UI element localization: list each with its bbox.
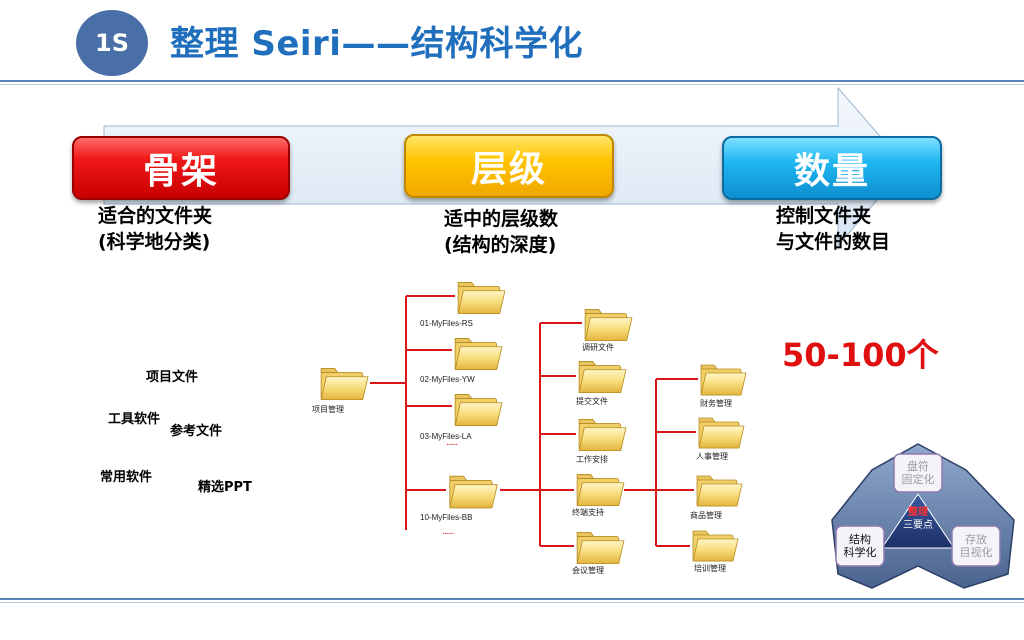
tree-level3-label: 培训管理 — [694, 564, 726, 573]
triangle-right-line: 存放 — [965, 533, 987, 546]
triangle-left-line: 科学化 — [843, 546, 877, 559]
label-selected-ppt: 精选PPT — [198, 480, 252, 495]
pillar-quantity-desc: 控制文件夹 与文件的数目 — [776, 203, 890, 255]
label-common-software: 常用软件 — [100, 470, 153, 485]
triangle-left-label: 结构 科学化 — [836, 533, 884, 559]
tree-level2-label: 终端支持 — [572, 508, 604, 517]
page-title: 整理 Seiri——结构科学化 — [170, 24, 583, 64]
pillar-levels-desc: 适中的层级数 (结构的深度) — [444, 206, 558, 258]
triangle-center-subtitle: 三要点 — [903, 520, 933, 531]
footer-divider — [0, 598, 1024, 600]
pillar-skeleton-desc: 适合的文件夹 (科学地分类) — [98, 203, 212, 255]
tree-level3-label: 商品管理 — [690, 511, 722, 520]
tree-ellipsis: ...... — [446, 438, 458, 448]
triangle-center-title: 整理 — [908, 507, 928, 518]
desc-line: 适中的层级数 — [444, 208, 559, 230]
tree-level2-label: 会议管理 — [572, 566, 604, 575]
triangle-left-line: 结构 — [849, 533, 871, 546]
desc-line: 控制文件夹 — [776, 205, 872, 227]
tree-level1-label: 01-MyFiles-RS — [420, 319, 473, 328]
pillar-levels-button[interactable]: 层级 — [404, 134, 614, 198]
desc-line: (结构的深度) — [444, 234, 557, 256]
label-project-files: 项目文件 — [146, 370, 199, 385]
tree-level3-label: 财务管理 — [700, 399, 732, 408]
tree-ellipsis: ...... — [442, 527, 454, 537]
triangle-top-line: 盘符 — [907, 460, 929, 473]
label-reference-files: 参考文件 — [170, 424, 223, 439]
tree-level1-label: 10-MyFiles-BB — [420, 513, 473, 522]
triangle-top-label: 盘符 固定化 — [894, 460, 942, 486]
desc-line: 与文件的数目 — [776, 231, 891, 253]
triangle-right-label: 存放 目视化 — [952, 533, 1000, 559]
triangle-top-line: 固定化 — [901, 473, 935, 486]
tree-level2-label: 工作安排 — [576, 455, 608, 464]
count-highlight: 50-100个 — [782, 336, 939, 374]
desc-line: 适合的文件夹 — [98, 205, 213, 227]
header-divider — [0, 80, 1024, 82]
pillar-skeleton-button[interactable]: 骨架 — [72, 136, 290, 200]
pillar-quantity-button[interactable]: 数量 — [722, 136, 942, 200]
section-badge: 1S — [76, 10, 148, 76]
tree-level1-label: 03-MyFiles-LA — [420, 432, 472, 441]
desc-line: (科学地分类) — [98, 231, 211, 253]
triangle-right-line: 目视化 — [959, 546, 993, 559]
tree-root-label: 项目管理 — [312, 405, 344, 414]
footer-divider-thin — [0, 602, 1024, 603]
label-tool-software: 工具软件 — [108, 412, 161, 427]
tree-level3-label: 人事管理 — [696, 452, 728, 461]
tree-level2-label: 提交文件 — [576, 397, 608, 406]
header-divider-thin — [0, 84, 1024, 85]
tree-level2-label: 调研文件 — [582, 343, 614, 352]
tree-level1-label: 02-MyFiles-YW — [420, 375, 475, 384]
